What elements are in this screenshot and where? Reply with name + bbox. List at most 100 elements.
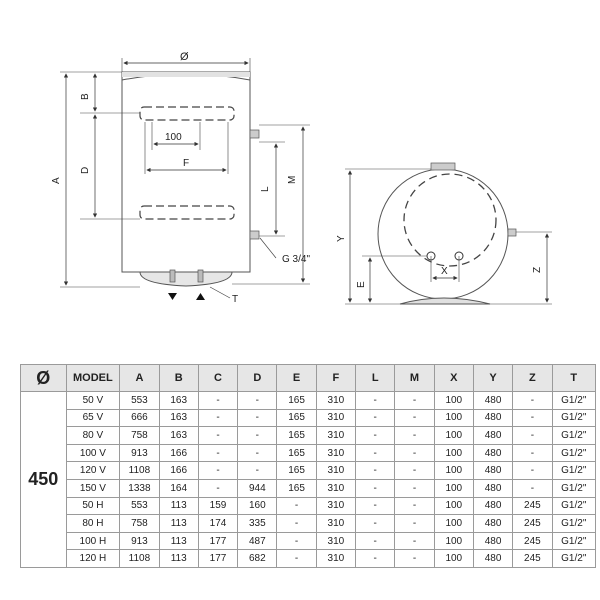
value-cell: - [355,514,396,533]
header-A: A [119,364,160,392]
value-cell: - [355,496,396,516]
value-cell: 480 [472,549,514,568]
value-cell: 480 [472,391,514,410]
value-cell: - [355,461,396,480]
label-Z: Z [532,267,543,273]
value-cell: 310 [315,549,357,568]
header-L: L [355,364,396,392]
value-cell: 100 [433,391,474,410]
value-cell: - [276,496,317,516]
bottom-cover [139,271,233,287]
value-cell: 166 [158,461,199,480]
model-cell: 65 V [65,408,121,428]
value-cell: 310 [315,461,357,480]
value-cell: 177 [197,549,239,568]
value-cell: - [394,531,435,551]
label-L: L [260,186,271,192]
label-E: E [356,281,367,288]
model-cell: 100 V [65,443,121,463]
value-cell: 310 [315,408,357,428]
model-cell: 100 H [65,531,121,551]
value-cell: G1/2" [551,478,597,498]
technical-drawing: T Ø 100 F A B D [51,51,552,305]
value-cell: 487 [237,531,278,551]
value-cell: 1108 [119,549,160,568]
value-cell: G1/2" [551,426,597,445]
value-cell: - [355,478,396,498]
value-cell: 100 [433,426,474,445]
value-cell: 177 [197,531,239,551]
value-cell: - [394,514,435,533]
value-cell: 310 [315,478,357,498]
value-cell: - [512,478,553,498]
value-cell: 480 [472,496,514,516]
header-F: F [315,364,357,392]
value-cell: - [197,443,239,463]
value-cell: - [355,549,396,568]
value-cell: 310 [315,426,357,445]
inlet-pipe [169,269,176,283]
value-cell: 944 [237,478,278,498]
label-D: D [80,167,91,174]
front-view: T Ø 100 F A B D [51,51,310,305]
model-cell: 80 V [65,426,121,445]
value-cell: - [394,443,435,463]
header-D: D [237,364,278,392]
tank-circle [377,168,509,300]
value-cell: - [512,391,553,410]
value-cell: - [394,549,435,568]
value-cell: 913 [119,531,160,551]
value-cell: 758 [119,514,160,533]
value-cell: - [355,531,396,551]
value-cell: 159 [197,496,239,516]
model-cell: 50 H [65,496,121,516]
value-cell: - [394,478,435,498]
value-cell: 666 [119,408,160,428]
outlet-arrow-icon [196,293,205,300]
value-cell: 100 [433,461,474,480]
value-cell: - [512,408,553,428]
value-cell: 165 [276,408,317,428]
value-cell: - [276,531,317,551]
outlet-pipe [197,269,204,283]
value-cell: 164 [158,478,199,498]
value-cell: 163 [158,408,199,428]
value-cell: 113 [158,531,199,551]
label-T: T [232,294,238,305]
header-C: C [197,364,239,392]
value-cell: 245 [512,531,553,551]
label-diameter: Ø [180,51,189,63]
value-cell: 160 [237,496,278,516]
value-cell: - [394,461,435,480]
model-cell: 150 V [65,478,121,498]
value-cell: - [512,461,553,480]
value-cell: 100 [433,478,474,498]
value-cell: 310 [315,443,357,463]
value-cell: - [394,408,435,428]
value-cell: - [355,426,396,445]
value-cell: 553 [119,496,160,516]
value-cell: 113 [158,549,199,568]
header-X: X [433,364,474,392]
value-cell: - [276,514,317,533]
value-cell: 165 [276,391,317,410]
value-cell: 553 [119,391,160,410]
value-cell: - [197,426,239,445]
value-cell: 163 [158,426,199,445]
label-connection: G 3/4" [282,254,310,265]
header-E: E [276,364,317,392]
value-cell: 480 [472,461,514,480]
value-cell: 480 [472,514,514,533]
value-cell: - [512,426,553,445]
model-cell: 120 V [65,461,121,480]
value-cell: 480 [472,531,514,551]
value-cell: G1/2" [551,514,597,533]
